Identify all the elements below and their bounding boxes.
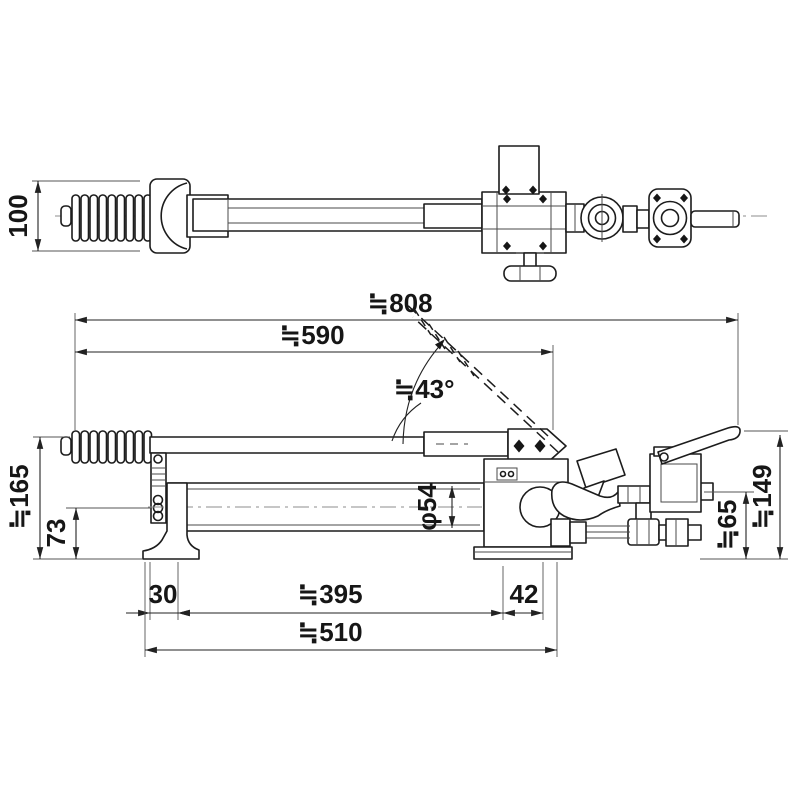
hose-nut-left [550, 518, 571, 547]
nipple-fitting [617, 485, 651, 504]
handle-grip-top [71, 194, 153, 242]
dim-label-510: ≒510 [297, 617, 362, 647]
dim-label-65: ≒65 [712, 500, 742, 551]
dimensions: 100 ≒808 ≒590 ≒43° ≒165 73 φ54 ≒65 ≒149 [3, 180, 788, 657]
gauge-port-circles [580, 194, 624, 242]
hose-sleeve-left [569, 521, 587, 544]
release-lever [657, 425, 741, 465]
angle-arc-arrow [435, 339, 445, 350]
valve-casting [550, 481, 621, 521]
coupler-nut-top [622, 205, 638, 233]
angle-leader [391, 402, 422, 442]
release-valve-block [649, 453, 702, 513]
top-view [55, 145, 768, 282]
grip-end-cap-side [60, 436, 72, 456]
dim-label-phi54: φ54 [412, 483, 442, 531]
valve-lever-top [690, 210, 740, 228]
pivot-link [150, 452, 167, 524]
outlet-nut [665, 518, 689, 547]
side-view [60, 425, 741, 560]
handle-yoke [149, 178, 191, 254]
support-leg-foot [142, 482, 200, 560]
dim-label-149: ≒149 [747, 464, 777, 529]
dim-label-808: ≒808 [367, 288, 432, 318]
dim-label-30: 30 [149, 579, 178, 609]
dim-label-165: ≒165 [4, 464, 34, 529]
yoke-dome [160, 182, 188, 250]
dim-label-590: ≒590 [279, 320, 344, 350]
coupler-sleeve-top [636, 209, 650, 229]
elbow-fitting [627, 518, 660, 546]
knurled-knob-side [576, 448, 626, 489]
knurled-knob-top [498, 145, 540, 195]
dim-label-395: ≒395 [297, 579, 362, 609]
handle-socket-top [423, 203, 483, 229]
pump-head-top [481, 191, 567, 254]
dim-label-43deg: ≒43° [393, 374, 454, 404]
dim-label-42: 42 [510, 579, 539, 609]
handle-tube-side [149, 436, 425, 454]
handle-grip-side [71, 430, 153, 464]
dim-label-100: 100 [3, 194, 33, 237]
dim-label-73: 73 [41, 519, 71, 548]
wing-bolt-top [503, 252, 557, 282]
grip-end-cap [60, 205, 72, 227]
pump-base-plate [473, 546, 573, 560]
